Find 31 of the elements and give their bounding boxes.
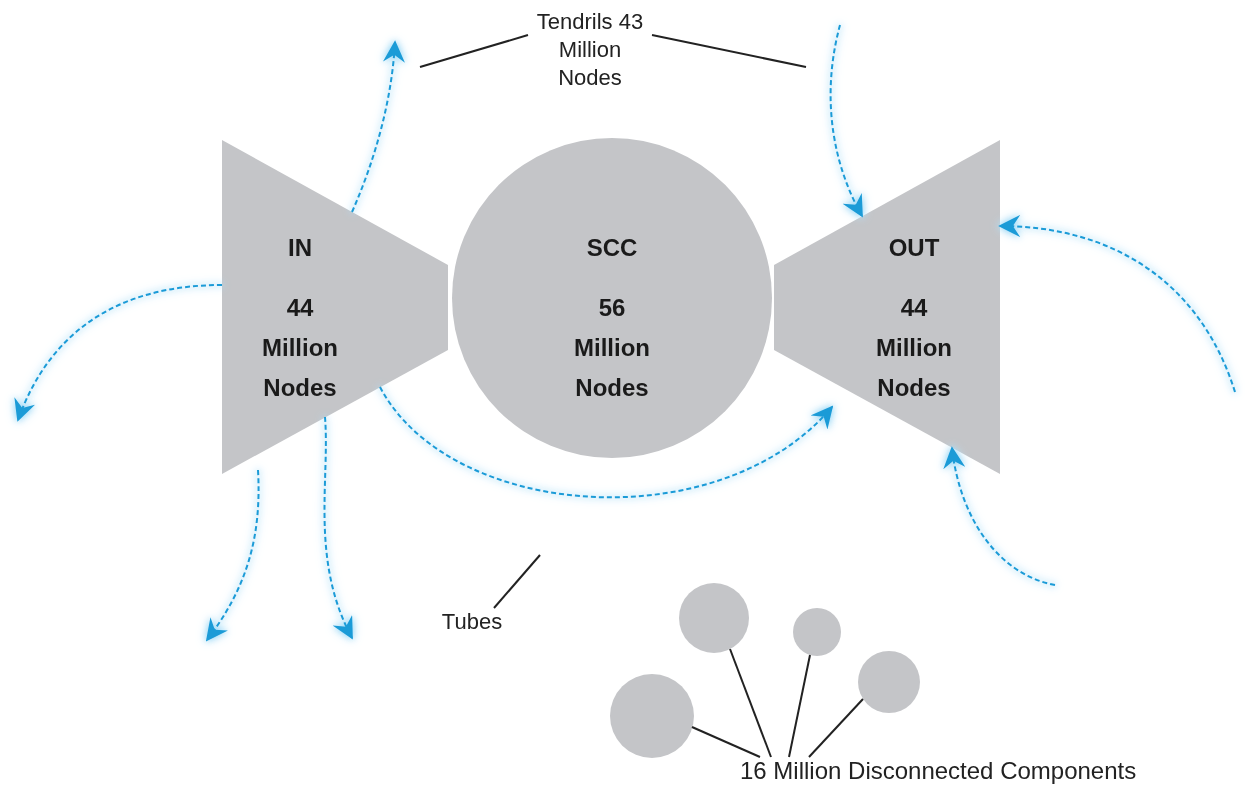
- leader-line: [493, 554, 541, 609]
- leader-line: [729, 648, 772, 758]
- leader-line: [419, 34, 529, 68]
- arrow: [998, 215, 1236, 393]
- in-wedge: [222, 140, 448, 474]
- component-circle: [793, 608, 841, 656]
- arrow: [829, 24, 863, 218]
- arrow: [323, 416, 354, 640]
- arrow: [351, 40, 405, 213]
- arrow: [205, 469, 260, 642]
- callout-label: 16 Million Disconnected Components: [740, 757, 1160, 787]
- scc-circle: [452, 138, 772, 458]
- node-count: 56 Million Nodes: [573, 293, 651, 403]
- component-title: OUT: [887, 233, 941, 263]
- leader-line: [691, 726, 761, 758]
- arrow: [944, 446, 1056, 586]
- arrow: [15, 284, 223, 422]
- component-title: SCC: [585, 233, 639, 263]
- callout-label: Tendrils 43 Million Nodes: [525, 8, 655, 94]
- leader-line: [788, 654, 811, 758]
- node-count: 44 Million Nodes: [875, 293, 953, 403]
- out-wedge: [774, 140, 1000, 474]
- component-circle: [610, 674, 694, 758]
- component-circle: [679, 583, 749, 653]
- arrow: [379, 386, 834, 498]
- leader-line: [651, 34, 807, 68]
- component-circle: [858, 651, 920, 713]
- callout-label: Tubes: [432, 608, 512, 638]
- node-count: 44 Million Nodes: [261, 293, 339, 403]
- leader-line: [808, 698, 864, 758]
- component-title: IN: [287, 233, 313, 263]
